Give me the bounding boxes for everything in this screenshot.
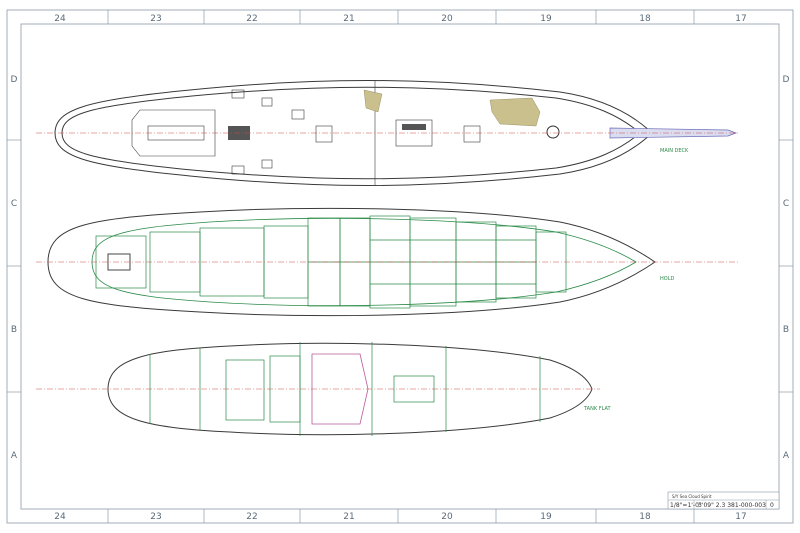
tank-2 xyxy=(269,355,301,423)
outer-border xyxy=(6,9,794,524)
col-label-bottom-2: 23 xyxy=(150,512,161,522)
tank-flat-title: TANK FLAT xyxy=(583,406,612,412)
main-hatch-grating xyxy=(402,124,426,130)
tank-flat-hull-outline xyxy=(107,342,593,436)
title-block: S/Y Sea Cloud Spirit 1/8"=1'-0" 3'09" 2.… xyxy=(667,491,780,510)
row-label-right-3: B xyxy=(783,325,789,335)
deck-box-5 xyxy=(291,109,305,120)
col-label-top-1: 24 xyxy=(54,14,66,24)
deck-box-3 xyxy=(261,159,273,169)
col-label-bottom-3: 22 xyxy=(246,512,257,522)
col-label-bottom-8: 17 xyxy=(735,512,746,522)
title-block-scale: 1/8"=1'-0" xyxy=(670,502,702,509)
row-label-right-2: C xyxy=(783,199,789,209)
tank-flat-pink-area xyxy=(311,353,369,425)
col-label-top-8: 17 xyxy=(735,14,746,24)
row-label-left-4: A xyxy=(11,451,18,461)
hold-plan: HOLD xyxy=(36,207,740,317)
row-label-left-2: C xyxy=(11,199,17,209)
col-label-top-3: 22 xyxy=(246,14,257,24)
row-label-left-3: B xyxy=(11,325,17,335)
bowsprit xyxy=(609,127,737,139)
tank-1 xyxy=(225,359,265,421)
main-deck-hull-outline xyxy=(54,80,653,186)
deck-patch-aft xyxy=(363,89,383,113)
deck-box-1 xyxy=(231,89,245,99)
col-label-bottom-5: 20 xyxy=(441,512,453,522)
col-label-top-5: 20 xyxy=(441,14,453,24)
main-deck-title: MAIN DECK xyxy=(660,148,689,154)
fwd-winch-aft xyxy=(315,125,333,143)
aft-cockpit xyxy=(131,109,216,157)
col-label-top-2: 23 xyxy=(150,14,161,24)
row-label-left-1: D xyxy=(11,75,18,85)
col-label-top-4: 21 xyxy=(343,14,354,24)
tank-flat-plan: TANK FLAT xyxy=(36,342,612,436)
column-ticks xyxy=(107,10,695,523)
deck-box-2 xyxy=(261,97,273,107)
col-label-bottom-6: 19 xyxy=(540,512,552,522)
row-ticks xyxy=(7,139,793,393)
inner-border xyxy=(20,23,780,510)
row-label-right-4: A xyxy=(783,451,790,461)
title-block-sheet-ref: 3'09" 2.3 381-000-003 xyxy=(698,502,766,509)
title-block-project: S/Y Sea Cloud Spirit xyxy=(672,494,712,499)
hold-title: HOLD xyxy=(660,276,674,282)
deck-box-4 xyxy=(231,165,245,175)
main-deck-plan: MAIN DECK xyxy=(36,80,740,186)
title-block-rev: 0 xyxy=(770,502,774,509)
col-label-top-6: 19 xyxy=(540,14,552,24)
col-label-top-7: 18 xyxy=(639,14,651,24)
row-label-right-1: D xyxy=(783,75,790,85)
fwd-winch-fwd xyxy=(463,125,481,143)
deck-patch-fwd xyxy=(489,97,541,127)
col-label-bottom-4: 21 xyxy=(343,512,354,522)
col-label-bottom-1: 24 xyxy=(54,512,66,522)
col-label-bottom-7: 18 xyxy=(639,512,651,522)
windlass xyxy=(546,125,560,139)
